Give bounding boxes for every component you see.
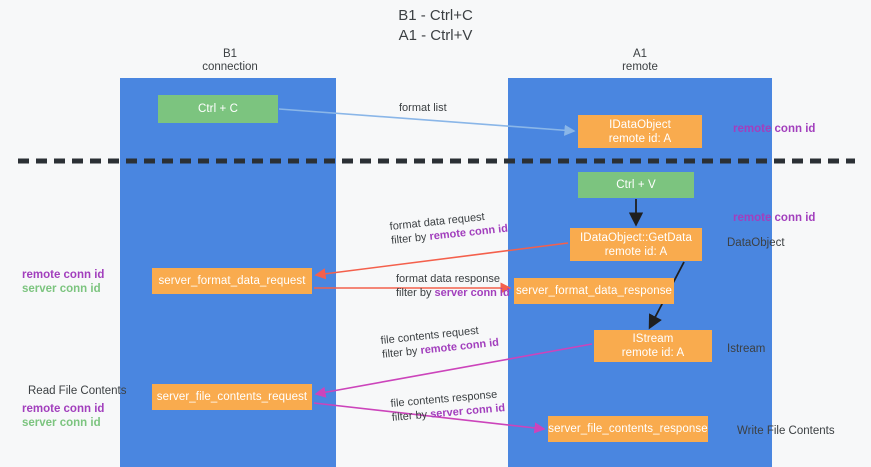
edge-label-format-data-response-filter: filter by server conn id [396,287,510,299]
edge-label-format-data-response: format data response filter by server co… [396,272,510,300]
edge-label-format-data-request: format data request filter by remote con… [389,208,509,248]
diagram-title: B1 - Ctrl+C A1 - Ctrl+V [0,6,871,46]
edge-label-format-list-text: format list [399,102,447,114]
box-istream-line1: IStream [632,333,674,345]
lane-header-a1: A1 remote [560,48,720,74]
box-idataobject-line1: IDataObject [609,118,671,131]
edge-label-file-contents-response: file contents response filter by server … [390,387,506,425]
box-getdata-line1: IDataObject::GetData [580,231,692,244]
box-server-file-contents-request[interactable]: server_file_contents_request [152,384,312,410]
edge-label-format-data-response-text: format data response [396,273,500,285]
box-istream[interactable]: IStream remote id: A [594,330,712,362]
box-istream-line2: remote id: A [621,347,685,359]
box-ctrl-c[interactable]: Ctrl + C [158,95,278,123]
legend-remote-conn-id-lower: remote conn id [22,403,105,415]
label-remote-conn-id-mid: remote conn id [733,212,816,224]
box-server-file-contents-request-label: server_file_contents_request [156,391,308,403]
label-write-file-contents: Write File Contents [737,425,835,437]
label-remote-conn-id-top: remote conn id [733,123,816,135]
lane-header-a1-name: A1 [632,48,648,60]
box-server-file-contents-response-label: server_file_contents_response [548,423,708,435]
box-ctrl-v[interactable]: Ctrl + V [578,172,694,198]
legend-server-conn-id-lower: server conn id [22,417,101,429]
box-idataobject-getdata[interactable]: IDataObject::GetData remote id: A [570,228,702,261]
box-ctrl-c-label: Ctrl + C [197,103,239,115]
legend-server-conn-id-upper: server conn id [22,283,101,295]
title-line-1: B1 - Ctrl+C [398,7,473,24]
label-istream: Istream [727,343,766,355]
label-read-file-contents: Read File Contents [28,385,127,397]
title-line-2: A1 - Ctrl+V [398,27,473,44]
legend-remote-conn-id-upper: remote conn id [22,269,105,281]
lane-header-b1: B1 connection [150,48,310,74]
box-server-file-contents-response[interactable]: server_file_contents_response [548,416,708,442]
edge-label-file-contents-request: file contents request filter by remote c… [380,322,500,362]
box-server-format-data-request[interactable]: server_format_data_request [152,268,312,294]
lane-header-b1-name: B1 [222,48,238,60]
lane-header-b1-sub: connection [202,61,258,73]
box-ctrl-v-label: Ctrl + V [616,179,656,191]
edge-label-format-list: format list [399,101,447,115]
lane-header-a1-sub: remote [622,61,658,73]
box-server-format-data-response[interactable]: server_format_data_response [514,278,674,304]
box-server-format-data-response-label: server_format_data_response [515,285,673,297]
label-dataobject: DataObject [727,237,785,249]
legend-conn-ids-upper: remote conn id server conn id [22,268,104,296]
box-server-format-data-request-label: server_format_data_request [158,275,306,287]
filter-key-server-conn-id: server conn id [434,287,510,299]
legend-conn-ids-lower: remote conn id server conn id [22,402,104,430]
box-getdata-line2: remote id: A [604,245,668,258]
box-idataobject-line2: remote id: A [608,132,672,145]
box-idataobject[interactable]: IDataObject remote id: A [578,115,702,148]
